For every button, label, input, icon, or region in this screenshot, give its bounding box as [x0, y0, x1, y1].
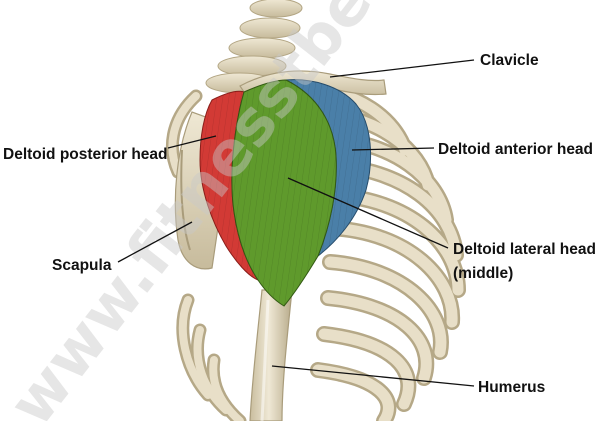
clavicle-label: Clavicle	[480, 52, 539, 69]
deltoid-anterior-head-label: Deltoid anterior head	[438, 141, 593, 158]
humerus-bone	[250, 290, 292, 421]
deltoid-lateral-head-label: Deltoid lateral head	[453, 241, 596, 258]
deltoid-posterior-head-label: Deltoid posterior head	[3, 146, 168, 163]
clavicle-leader-line	[330, 60, 474, 77]
scapula-label: Scapula	[52, 257, 112, 274]
humerus-label: Humerus	[478, 379, 545, 396]
deltoid-lateral-head-label-line2: (middle)	[453, 265, 513, 282]
